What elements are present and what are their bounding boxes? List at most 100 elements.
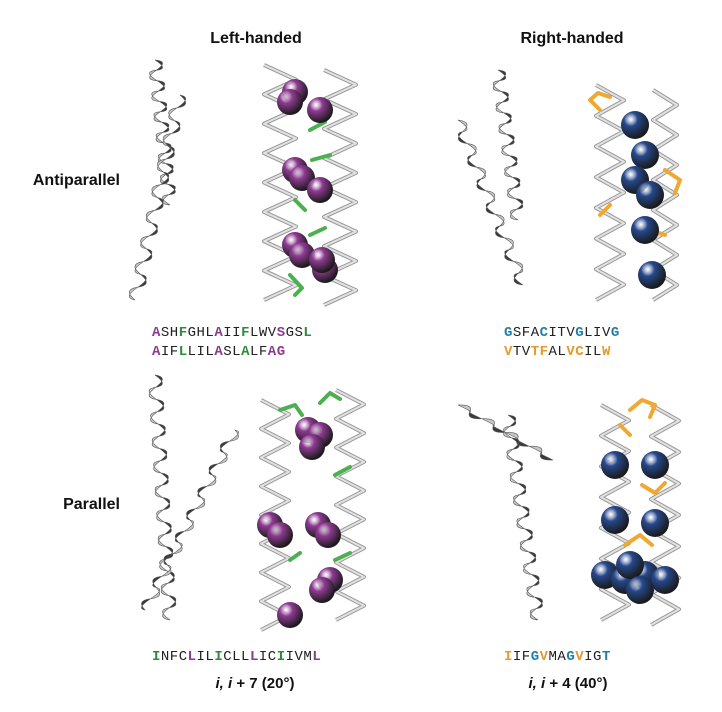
blue-sphere	[638, 261, 666, 289]
sequence-segment: I	[152, 649, 161, 665]
helix-ribbon-segment	[507, 187, 516, 199]
purple-sphere	[267, 522, 293, 548]
helix-ribbon-segment	[476, 166, 486, 180]
sequence-segment: SL	[223, 344, 242, 360]
helix-ribbon-segment	[156, 399, 165, 413]
ribbon-parallel-left-handed	[141, 374, 239, 621]
helix-ribbon-segment	[217, 452, 228, 465]
helix-ribbon-segment	[229, 429, 239, 442]
helix-ribbon-segment	[476, 178, 487, 192]
helix-ribbon-segment	[503, 425, 512, 439]
helix-ribbon-segment	[156, 509, 165, 523]
sequence-segment: GS	[285, 325, 304, 341]
spacefill-antiparallel-left-handed	[262, 63, 358, 307]
sequence-segment: C	[539, 325, 549, 341]
helix-ribbon-segment	[156, 80, 165, 92]
helix-ribbon-segment	[516, 517, 525, 530]
side-chain-stick	[308, 226, 327, 237]
helix-ribbon-segment	[521, 505, 530, 518]
sequence-segment: G	[610, 325, 620, 341]
helix-ribbon-segment	[177, 94, 186, 109]
sequence-segment: IC	[258, 649, 277, 665]
sequence-segment: W	[601, 344, 611, 360]
blue-sphere	[651, 566, 679, 594]
sequence-segment: G	[575, 325, 585, 341]
helix-ribbon-segment	[140, 235, 150, 250]
spacefill-parallel-right-handed	[591, 398, 681, 627]
purple-sphere	[307, 97, 333, 123]
side-chain-stick	[293, 198, 307, 212]
helix-ribbon-segment	[504, 237, 514, 251]
sequence-segment: MA	[548, 649, 567, 665]
helix-ribbon-segment	[206, 474, 217, 487]
helix-ribbon-segment	[154, 197, 164, 211]
blue-sphere	[616, 551, 644, 579]
helix-ribbon-segment	[519, 539, 529, 552]
side-chain-stick	[333, 551, 352, 562]
sequence-segment: F	[241, 325, 250, 341]
ribbon-parallel-right-handed	[457, 404, 554, 621]
side-chain-stick	[588, 91, 612, 112]
helix-ribbon-segment	[513, 272, 524, 286]
sequence-segment: SH	[160, 325, 179, 341]
side-chain-stick	[640, 481, 667, 495]
sequence-segment: NFC	[160, 649, 188, 665]
helix-ribbon-segment	[160, 582, 169, 596]
helix-ribbon-segment	[534, 596, 543, 610]
sequence-antiparallel-right-1: GSFACITVGLIVG	[504, 324, 620, 343]
helix-ribbon-segment	[467, 154, 477, 168]
helix-ribbon-segment	[506, 448, 515, 461]
purple-sphere	[289, 242, 315, 268]
helix-ribbon-segment	[467, 143, 477, 156]
helix-ribbon-segment	[153, 460, 162, 474]
helix-ribbon-segment	[514, 198, 524, 210]
helix-ribbon-segment	[186, 508, 196, 521]
helix-ribbon-segment	[485, 190, 496, 203]
helix-ribbon-segment	[137, 274, 147, 288]
sequence-antiparallel-left-2: AIFLLILASLALFAG	[152, 343, 286, 362]
blue-sphere	[631, 216, 659, 244]
purple-sphere	[309, 577, 335, 603]
purple-sphere	[299, 434, 325, 460]
helix-ribbon-segment	[159, 448, 168, 462]
helix-ribbon-segment	[167, 183, 176, 196]
ribbon-antiparallel-left-handed	[129, 59, 186, 301]
helix-ribbon-segment	[531, 574, 540, 587]
sequence-segment: L	[178, 344, 188, 360]
helix-ribbon-segment	[485, 202, 496, 215]
sequence-segment: V	[539, 649, 549, 665]
backbone-trace-highlight	[335, 389, 365, 621]
helix-ribbon-segment	[507, 414, 517, 427]
helix-ribbon-segment	[495, 101, 504, 114]
helix-ribbon-segment	[160, 472, 169, 486]
helix-ribbon-segment	[497, 69, 507, 82]
spacefill-antiparallel-right-handed	[588, 83, 682, 302]
sequence-segment: A	[152, 325, 161, 341]
helix-ribbon-segment	[504, 166, 513, 178]
helix-ribbon-segment	[149, 69, 158, 82]
helix-ribbon-segment	[504, 249, 514, 262]
helix-ribbon-segment	[134, 261, 144, 275]
helix-ribbon-segment	[141, 598, 151, 611]
side-chain-stick	[310, 153, 332, 162]
helix-ribbon-segment	[457, 119, 468, 133]
sequence-segment: II	[223, 325, 242, 341]
helix-ribbon-segment	[481, 418, 495, 426]
sequence-antiparallel-right-2: VTVTFALVCILW	[504, 343, 611, 362]
purple-sphere	[315, 522, 341, 548]
helix-ribbon-segment	[143, 248, 153, 262]
helix-ribbon-segment	[168, 595, 177, 609]
periodicity-label-left: i, i + 7 (20°)	[215, 675, 295, 692]
helix-ribbon-segment	[152, 575, 163, 588]
blue-sphere	[601, 451, 629, 479]
helix-ribbon-segment	[509, 208, 519, 221]
sequence-segment: V	[575, 649, 585, 665]
blue-sphere	[601, 506, 629, 534]
helix-ribbon-segment	[171, 120, 181, 134]
sequence-segment: GHL	[187, 325, 215, 341]
helix-ribbon-segment	[495, 225, 505, 239]
helix-ribbon-segment	[150, 587, 161, 600]
sequence-segment: LF	[249, 344, 268, 360]
helix-ribbon-segment	[501, 144, 510, 157]
helix-ribbon-segment	[184, 519, 194, 532]
